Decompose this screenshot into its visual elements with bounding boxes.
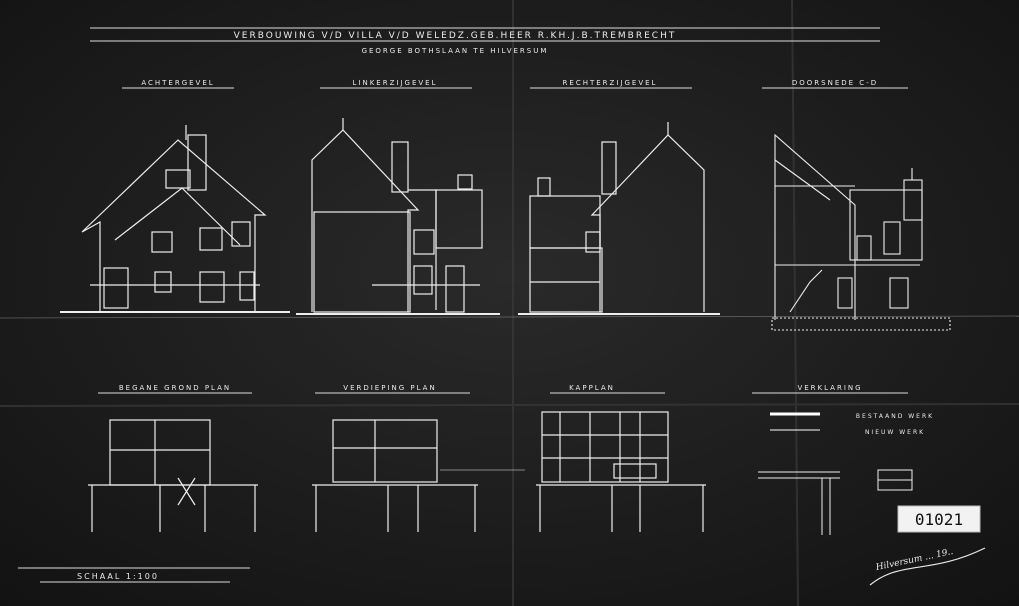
roof-plan <box>536 411 706 532</box>
legend-existing-label: BESTAAND WERK <box>856 413 934 420</box>
right-elevation <box>529 122 705 313</box>
section-drawing <box>771 133 951 331</box>
scale-block: SCHAAL 1:100 <box>18 567 250 583</box>
stamp-box <box>897 505 981 533</box>
signature-flourish <box>869 547 986 586</box>
left-elevation <box>311 118 483 313</box>
stamp: 01021 <box>897 505 981 533</box>
label-left-elevation: LINKERZIJGEVEL <box>353 79 438 87</box>
label-right-elevation: RECHTERZIJGEVEL <box>563 79 658 87</box>
plan-labels: BEGANE GROND PLAN VERDIEPING PLAN KAPPLA… <box>98 384 665 394</box>
ground-lines <box>0 311 1019 319</box>
title-block: VERBOUWING V/D VILLA V/D WELEDZ.GEB.HEER… <box>90 27 880 55</box>
ground-floor-plan <box>88 419 258 532</box>
legend-title: VERKLARING <box>797 384 862 392</box>
label-section: DOORSNEDE C-D <box>792 79 878 87</box>
upper-floor-plan <box>312 419 525 532</box>
scale-label: SCHAAL 1:100 <box>77 572 159 581</box>
stamp-number: 01021 <box>915 510 963 529</box>
elevation-labels: ACHTERGEVEL LINKERZIJGEVEL RECHTERZIJGEV… <box>122 79 908 89</box>
label-rear-elevation: ACHTERGEVEL <box>141 79 214 87</box>
title-line-1: VERBOUWING V/D VILLA V/D WELEDZ.GEB.HEER… <box>234 31 677 41</box>
label-ground-floor-plan: BEGANE GROND PLAN <box>119 384 231 392</box>
label-roof-plan: KAPPLAN <box>569 384 615 392</box>
legend-new-label: NIEUW WERK <box>865 429 925 436</box>
title-line-2: GEORGE BOTHSLAAN TE HILVERSUM <box>362 47 549 55</box>
label-upper-floor-plan: VERDIEPING PLAN <box>343 384 436 392</box>
construction-details <box>758 469 913 535</box>
rear-elevation <box>81 125 267 312</box>
legend: VERKLARING BESTAAND WERK NIEUW WERK <box>752 384 934 436</box>
